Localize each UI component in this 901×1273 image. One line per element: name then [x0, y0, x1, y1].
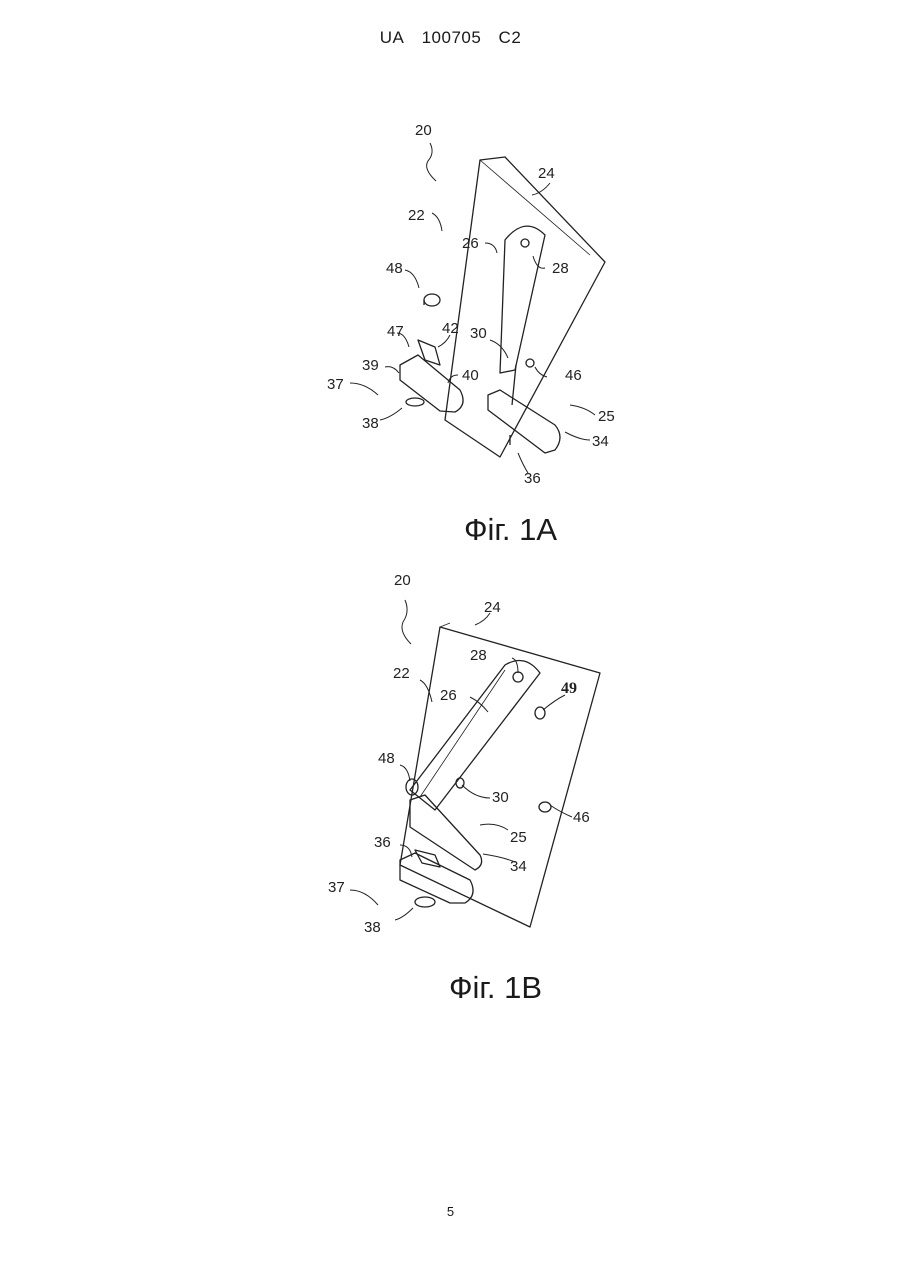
handle-34: [488, 390, 560, 453]
label-26: 26: [462, 235, 479, 252]
label-48: 48: [378, 750, 395, 767]
label-30: 30: [470, 325, 487, 342]
label-34: 34: [592, 433, 609, 450]
label-36: 36: [374, 834, 391, 851]
header-number: 100705: [422, 28, 482, 47]
arm-26: [410, 661, 540, 811]
label-34: 34: [510, 858, 527, 875]
label-24: 24: [538, 165, 555, 182]
label-28: 28: [470, 647, 487, 664]
label-25: 25: [510, 829, 527, 846]
arm-26: [500, 226, 545, 373]
lever-37: [400, 853, 473, 903]
label-20: 20: [394, 572, 411, 589]
header-kind: C2: [499, 28, 522, 47]
lever-37: [400, 355, 463, 412]
label-48: 48: [386, 260, 403, 277]
figure-1a-caption: Фіг. 1А: [60, 512, 901, 548]
label-36: 36: [524, 470, 541, 487]
figure-1b-drawing: 20 24 28 22 49 26 48 30 46 25 36 34 37 3…: [300, 565, 640, 955]
figure-1b-svg: 20 24 28 22 49 26 48 30 46 25 36 34 37 3…: [300, 565, 640, 955]
label-24: 24: [484, 599, 501, 616]
label-30: 30: [492, 789, 509, 806]
figure-1b-caption: Фіг. 1В: [45, 970, 901, 1006]
label-38: 38: [362, 415, 379, 432]
plate-22: [445, 157, 605, 457]
label-40: 40: [462, 367, 479, 384]
label-20: 20: [415, 122, 432, 139]
label-26: 26: [440, 687, 457, 704]
patent-header: UA 100705 C2: [0, 28, 901, 48]
label-37: 37: [328, 879, 345, 896]
label-25: 25: [598, 408, 615, 425]
label-37: 37: [327, 376, 344, 393]
label-42: 42: [442, 320, 459, 337]
label-46: 46: [573, 809, 590, 826]
figure-1a-drawing: 20 24 22 26 28 48 47 42 30 39 40 46 37 2…: [300, 115, 640, 500]
label-22: 22: [393, 665, 410, 682]
label-49: 49: [561, 680, 577, 697]
header-country: UA: [380, 28, 405, 47]
label-46: 46: [565, 367, 582, 384]
page-number: 5: [0, 1204, 901, 1219]
label-38: 38: [364, 919, 381, 936]
handle-34: [410, 795, 482, 870]
figure-1a-svg: 20 24 22 26 28 48 47 42 30 39 40 46 37 2…: [300, 115, 640, 500]
label-47: 47: [387, 323, 404, 340]
label-28: 28: [552, 260, 569, 277]
label-39: 39: [362, 357, 379, 374]
label-22: 22: [408, 207, 425, 224]
